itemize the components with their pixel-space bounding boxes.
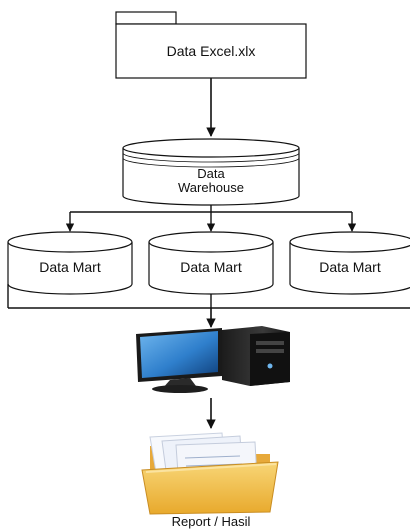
source-file-node: Data Excel.xlx	[115, 11, 307, 79]
data-mart-label-1: Data Mart	[39, 259, 101, 275]
folder-icon	[141, 432, 279, 515]
warehouse-label-line1: Data	[197, 166, 225, 181]
data-mart-label-3: Data Mart	[319, 259, 381, 275]
marts-to-computer-connector	[7, 284, 410, 328]
report-label: Report / Hasil	[172, 514, 251, 529]
source-file-box	[115, 23, 307, 79]
pc-tower-icon	[222, 326, 290, 386]
data-mart-node-3: Data Mart	[289, 231, 410, 295]
warehouse-cylinder-ring	[122, 152, 300, 163]
data-mart-node-2: Data Mart	[148, 231, 274, 295]
folder-front	[141, 461, 279, 515]
source-file-tab	[115, 11, 177, 25]
warehouse-label-line2: Warehouse	[178, 180, 244, 195]
warehouse-cylinder-top	[122, 138, 300, 158]
source-file-label: Data Excel.xlx	[167, 43, 256, 59]
warehouse-to-marts-connector	[65, 205, 357, 232]
data-warehouse-node: Data Warehouse	[122, 138, 300, 206]
computer-icon	[136, 326, 290, 393]
warehouse-cylinder-ring	[122, 157, 300, 168]
data-mart-node-1: Data Mart	[7, 231, 133, 295]
data-mart-label-2: Data Mart	[180, 259, 242, 275]
